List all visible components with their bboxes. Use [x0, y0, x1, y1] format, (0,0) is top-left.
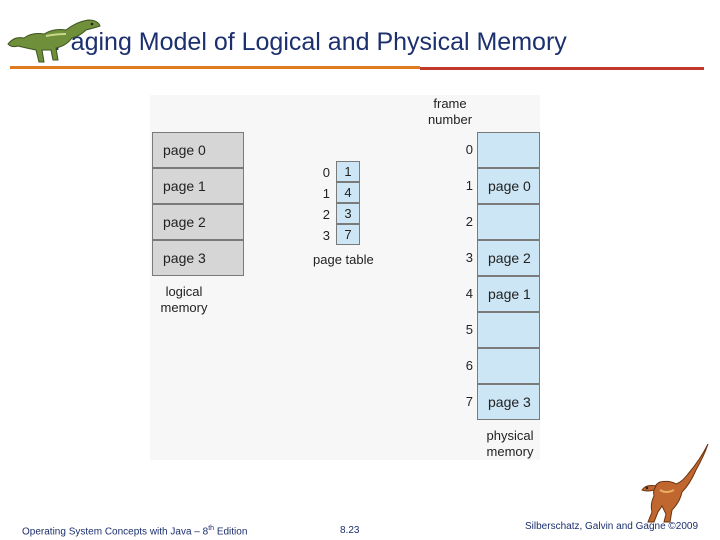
frame-number-0: 0	[465, 142, 473, 157]
physical-frame-6	[477, 348, 540, 384]
frame-number-1: 1	[465, 178, 473, 193]
frame-number-header-line1: frame	[433, 96, 467, 111]
frame-number-4: 4	[465, 286, 473, 301]
physical-memory-label-line2: memory	[486, 444, 534, 459]
page-table-entry-2: 3	[336, 203, 360, 224]
page-table-index-2: 2	[322, 207, 330, 222]
frame-number-7: 7	[465, 394, 473, 409]
logical-memory-label-line1: logical	[165, 284, 203, 299]
page-table-index-3: 3	[322, 228, 330, 243]
dinosaur-mascot-icon	[641, 443, 709, 523]
physical-memory-label-line1: physical	[486, 428, 534, 443]
page-table-entry-3: 7	[336, 224, 360, 245]
physical-frame-3: page 2	[477, 240, 540, 276]
physical-frame-2	[477, 204, 540, 240]
physical-frame-4: page 1	[477, 276, 540, 312]
physical-memory-label: physical memory	[478, 428, 542, 460]
footer-course-tail: Edition	[214, 526, 248, 538]
title-divider	[10, 66, 704, 70]
footer-course-text: Operating System Concepts with Java – 8	[22, 526, 209, 538]
physical-frame-1: page 0	[477, 168, 540, 204]
footer-course: Operating System Concepts with Java – 8t…	[22, 525, 247, 537]
logical-page-2: page 2	[152, 204, 244, 240]
frame-number-2: 2	[465, 214, 473, 229]
physical-frame-7: page 3	[477, 384, 540, 420]
logical-page-0: page 0	[152, 132, 244, 168]
logical-page-3: page 3	[152, 240, 244, 276]
logical-memory-label-line2: memory	[160, 300, 208, 315]
physical-frame-5	[477, 312, 540, 348]
footer-page-number: 8.23	[340, 525, 360, 536]
page-table-index-1: 1	[322, 186, 330, 201]
page-table-entry-1: 4	[336, 182, 360, 203]
page-table-index-0: 0	[322, 165, 330, 180]
dinosaur-logo-icon	[7, 19, 101, 63]
frame-number-header-line2: number	[427, 112, 473, 127]
logical-page-1: page 1	[152, 168, 244, 204]
footer-copyright: Silberschatz, Galvin and Gagne ©2009	[525, 521, 699, 532]
frame-number-6: 6	[465, 358, 473, 373]
page-table-label: page table	[313, 252, 374, 267]
physical-frame-0	[477, 132, 540, 168]
frame-number-3: 3	[465, 250, 473, 265]
logical-memory-label: logical memory	[152, 284, 216, 316]
slide-title: Paging Model of Logical and Physical Mem…	[54, 28, 567, 56]
page-table-entry-0: 1	[336, 161, 360, 182]
footer-course-sup: th	[208, 525, 215, 532]
frame-number-header: frame number	[418, 96, 482, 128]
frame-number-5: 5	[465, 322, 473, 337]
